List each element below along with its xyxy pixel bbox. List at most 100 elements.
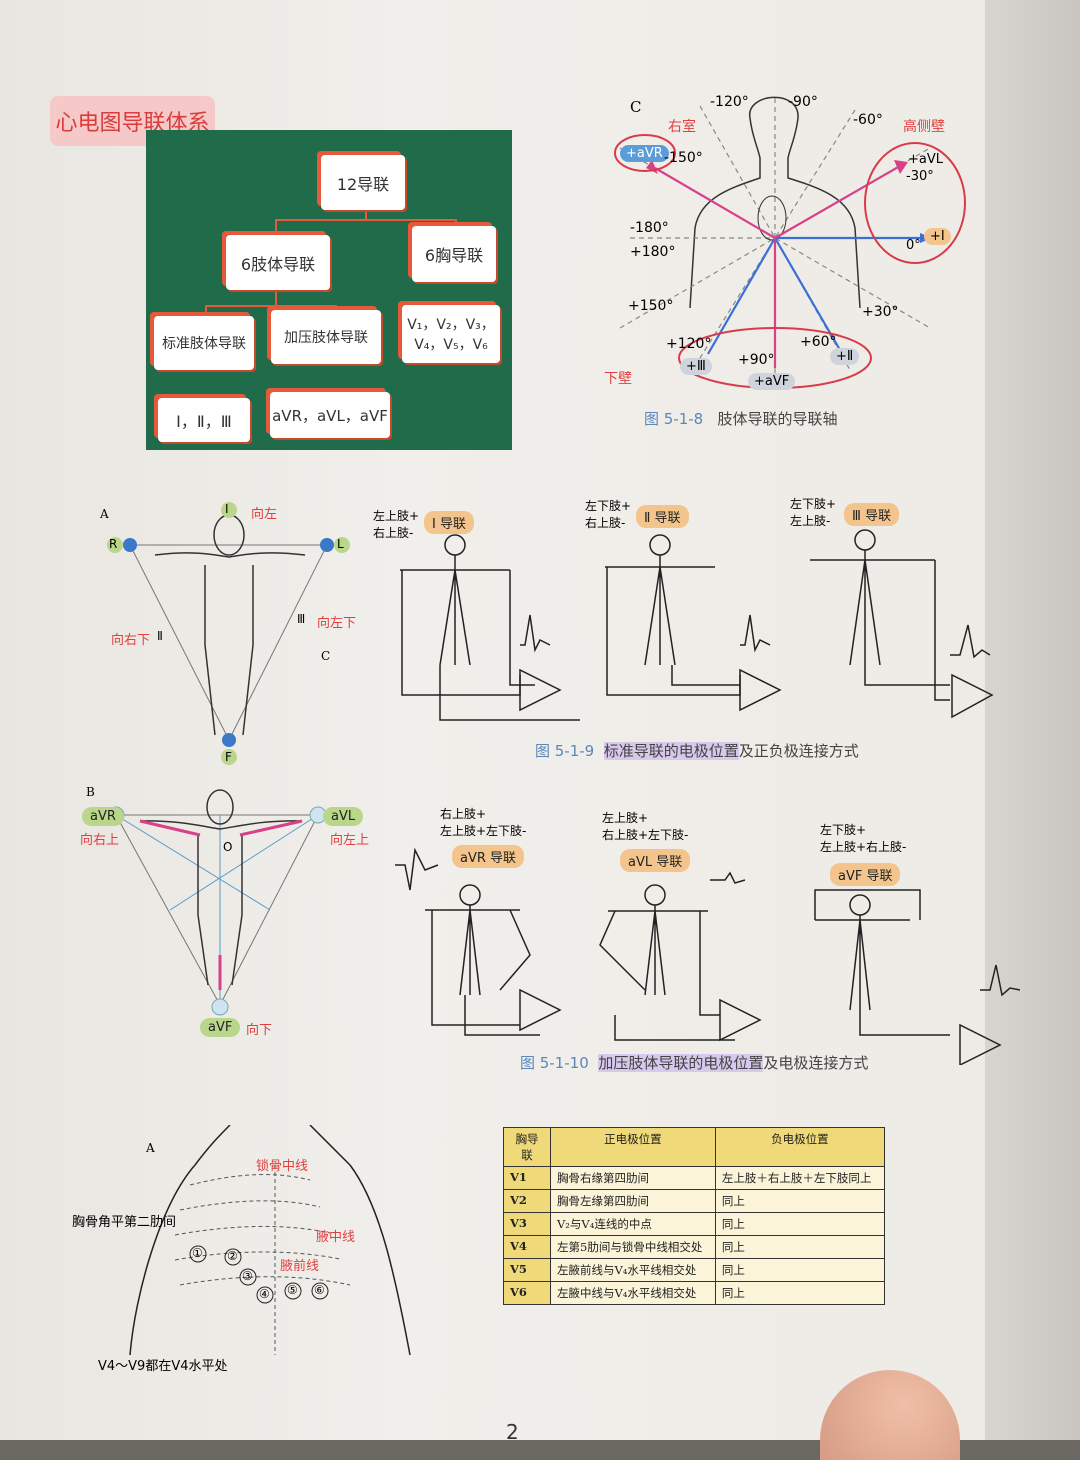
table-cell-positive: V₂与V₄连线的中点 [550, 1212, 716, 1236]
chest-panel: A [146, 1141, 155, 1155]
table-row: V4 左第5肋间与锁骨中线相交处 同上 [503, 1235, 886, 1259]
deg-p30: +30° [862, 304, 899, 320]
std-lead-i-neg: 右上肢- [373, 526, 414, 540]
fig-519-number: 图 5-1-9 [535, 742, 595, 760]
table-cell-lead: V2 [503, 1189, 551, 1213]
table-cell-positive: 左腋前线与V₄水平线相交处 [550, 1258, 716, 1282]
aug-avl-label: 左上肢+ 右上肢+左下肢- [602, 809, 688, 843]
einthoven-triangle: A Ⅰ 向左 R L Ⅲ 向左下 Ⅱ 向右下 F C [95, 495, 385, 770]
tree-limb: 6肢体导联 [226, 235, 330, 290]
table-cell-lead: V4 [503, 1235, 551, 1259]
chest-leads-line1: V₁，V₂，V₃， [407, 317, 495, 333]
std-lead-ii-name: Ⅱ 导联 [636, 505, 689, 528]
tri-a-lead-iii: Ⅲ [297, 612, 306, 626]
tree-augmented-list: aVR，aVL，aVF [270, 392, 390, 438]
deg-m60: -60° [853, 112, 883, 128]
table-cell-positive: 左第5肋间与锁骨中线相交处 [550, 1235, 716, 1259]
augmented-lead-diagram [395, 847, 1020, 1065]
deg-p150: +150° [628, 298, 674, 314]
aug-avr-neg: 左上肢+左下肢- [440, 824, 527, 838]
high-lateral-label: 高侧壁 [903, 119, 945, 135]
aug-avf-name: aVF 导联 [830, 863, 901, 886]
std-lead-iii-name: Ⅲ 导联 [844, 503, 900, 526]
std-lead-ii-neg: 右上肢- [585, 516, 626, 530]
table-cell-lead: V6 [503, 1281, 551, 1305]
sternal-angle-label: 胸骨角平第二肋间 [72, 1215, 177, 1230]
deg-p90: +90° [738, 352, 775, 368]
table-cell-negative: 同上 [714, 1258, 886, 1282]
deg-0: 0° [906, 238, 921, 253]
aug-avl-name: aVL 导联 [620, 849, 691, 872]
aug-avr-label: 右上肢+ 左上肢+左下肢- [440, 805, 526, 839]
chest-mark-2: ② [227, 1249, 238, 1263]
fig-519-rest: 及正负极连接方式 [738, 742, 859, 760]
chest-note: V4～V9都在V4水平处 [98, 1359, 228, 1374]
tri-b-down: 向下 [246, 1023, 273, 1038]
page-number: 2 [506, 1420, 519, 1444]
next-page-edge [985, 0, 1080, 1440]
table-cell-negative: 同上 [714, 1189, 886, 1213]
deg-m30: -30° [906, 169, 934, 184]
deg-m120: -120° [710, 94, 749, 110]
lead-i-axis-label: +Ⅰ [924, 228, 951, 245]
fig-5110-rest: 及电极连接方式 [763, 1054, 869, 1072]
deg-p180: +180° [630, 244, 676, 260]
table-row: V5 左腋前线与V₄水平线相交处 同上 [503, 1258, 886, 1282]
table-row: V3 V₂与V₄连线的中点 同上 [503, 1212, 886, 1236]
lead-ii-axis-label: +Ⅱ [830, 348, 860, 365]
chest-electrode-figure: A 锁骨中线 胸骨角平第二肋间 腋中线 腋前线 ① ② ③ ④ ⑤ ⑥ V4～V… [70, 1125, 440, 1375]
aug-avf-pos: 左下肢+ [820, 823, 867, 837]
std-lead-iii-label: 左下肢+ 左上肢- [790, 495, 836, 529]
chest-leads-line2: V₄，V₅，V₆ [414, 337, 488, 353]
tree-connectors [205, 200, 457, 316]
tri-a-lead-i: Ⅰ [225, 502, 229, 516]
table-cell-positive: 左腋中线与V₄水平线相交处 [550, 1281, 716, 1305]
std-lead-i-label: 左上肢+ 右上肢- [373, 507, 419, 541]
tri-a-panel: A [100, 507, 109, 521]
fig-5110-caption: 图 5-1-10 加压肢体导联的电极位置及电极连接方式 [520, 1052, 868, 1073]
tri-a-l: L [337, 537, 344, 551]
table-cell-positive: 胸骨左缘第四肋间 [550, 1189, 716, 1213]
tree-standard-list: Ⅰ，Ⅱ，Ⅲ [158, 398, 250, 442]
table-header: 负电极位置 [714, 1127, 886, 1167]
table-cell-negative: 同上 [714, 1281, 886, 1305]
std-lead-iii-pos: 左下肢+ [790, 497, 837, 511]
standard-lead-diagram [400, 529, 994, 721]
deg-p60: +60° [800, 334, 837, 350]
aug-avl-neg: 右上肢+左下肢- [602, 828, 689, 842]
tri-b-avf: aVF [200, 1018, 241, 1037]
table-cell-positive: 胸骨右缘第四肋间 [550, 1166, 716, 1190]
chest-diagram [129, 1125, 411, 1356]
deg-p120: +120° [666, 336, 712, 352]
mid-axillary-label: 腋中线 [316, 1230, 356, 1245]
fig-518-title: 肢体导联的导联轴 [717, 410, 838, 428]
midclavicular-label: 锁骨中线 [256, 1159, 309, 1174]
augmented-triangle: B aVR aVL aVF 向右上 向左上 向下 O [80, 785, 380, 1045]
tri-a-r: R [109, 537, 118, 551]
aug-avr-name: aVR 导联 [452, 845, 525, 868]
tri-a-left-down: 向左下 [317, 616, 357, 631]
std-lead-iii-neg: 左上肢- [790, 514, 831, 528]
table-header: 正电极位置 [550, 1127, 716, 1167]
table-cell-negative: 同上 [714, 1235, 886, 1259]
avf-axis-label: +aVF [748, 373, 796, 390]
std-lead-i-pos: 左上肢+ [373, 509, 420, 523]
table-cell-negative: 同上 [714, 1212, 886, 1236]
aug-avf-neg: 左上肢+右上肢- [820, 840, 907, 854]
tri-a-f: F [225, 750, 232, 764]
deg-m180: -180° [630, 220, 669, 236]
right-ventricle-label: 右室 [668, 119, 696, 135]
lead-iii-axis-label: +Ⅲ [680, 358, 712, 375]
axis-diagram [614, 96, 966, 389]
standard-lead-figures: 左上肢+ 右上肢- Ⅰ 导联 左下肢+ 右上肢- Ⅱ 导联 左下肢+ 左上肢- … [370, 495, 1010, 745]
lead-tree-board: 12导联 6肢体导联 6胸导联 标准肢体导联 加压肢体导联 V₁，V₂，V₃， … [146, 130, 512, 450]
table-cell-lead: V3 [503, 1212, 551, 1236]
aug-avr-pos: 右上肢+ [440, 807, 487, 821]
chest-mark-1: ① [192, 1246, 203, 1260]
fig-5110-number: 图 5-1-10 [520, 1054, 589, 1072]
inferior-label: 下壁 [604, 371, 632, 387]
chest-mark-4: ④ [259, 1287, 270, 1301]
tree-standard: 标准肢体导联 [154, 316, 254, 370]
std-lead-ii-label: 左下肢+ 右上肢- [585, 497, 631, 531]
chest-mark-6: ⑥ [314, 1283, 325, 1297]
